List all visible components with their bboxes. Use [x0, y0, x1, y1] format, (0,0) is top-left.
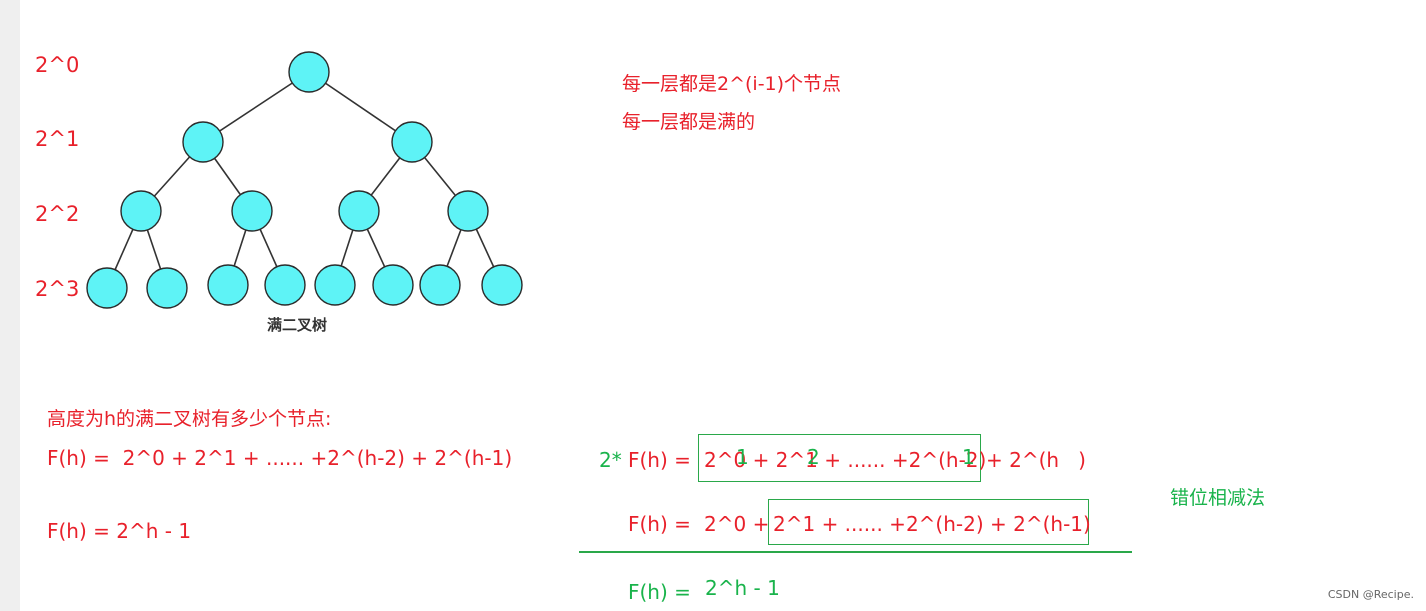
tree-node	[314, 264, 356, 306]
tree-edge	[308, 71, 413, 143]
note-nodes-per-level: 每一层都是2^(i-1)个节点	[622, 73, 842, 95]
row1-lhs: F(h) =	[628, 448, 691, 472]
tree-node	[120, 190, 162, 232]
row2-first-term: 2^0 +	[704, 512, 770, 536]
tree-edge	[202, 71, 310, 143]
tree-caption: 满二叉树	[267, 316, 328, 334]
level-label-2: 2^2	[35, 202, 80, 226]
tree-node	[481, 264, 523, 306]
formula-sum: F(h) = 2^0 + 2^1 + ...... +2^(h-2) + 2^(…	[47, 446, 513, 470]
row1-correction-c: 1	[962, 445, 975, 469]
row2-boxed-terms: 2^1 + ...... +2^(h-2) + 2^(h-1)	[773, 512, 1091, 536]
watermark: CSDN @Recipe.	[1327, 588, 1414, 601]
level-label-3: 2^3	[35, 277, 80, 301]
tree-edges	[106, 71, 503, 289]
tree-node	[372, 264, 414, 306]
tree-node	[391, 121, 433, 163]
level-label-0: 2^0	[35, 53, 80, 77]
row2-box	[768, 499, 1089, 545]
tree-node	[419, 264, 461, 306]
formula-result: F(h) = 2^h - 1	[47, 519, 192, 543]
tree-node	[86, 267, 128, 309]
tree-node	[264, 264, 306, 306]
multiply-two-prefix: 2*	[599, 448, 622, 472]
tree-node	[338, 190, 380, 232]
note-each-level-full: 每一层都是满的	[622, 111, 756, 133]
row3-lhs: F(h) =	[628, 580, 691, 604]
row1-box	[698, 434, 981, 482]
row1-tail: + 2^(h )	[986, 448, 1086, 472]
question-text: 高度为h的满二叉树有多少个节点:	[47, 408, 332, 430]
method-label: 错位相减法	[1170, 487, 1266, 509]
row2-lhs: F(h) =	[628, 512, 691, 536]
tree-node	[146, 267, 188, 309]
level-label-1: 2^1	[35, 127, 80, 151]
subtraction-line	[579, 551, 1132, 553]
tree-node	[231, 190, 273, 232]
tree-node	[207, 264, 249, 306]
row3-result: 2^h - 1	[705, 576, 780, 600]
row1-boxed-terms: 2^0 + 2^1 + ...... +2^(h-2)	[704, 448, 987, 472]
row1-correction-a: 1	[736, 445, 749, 469]
tree-node	[288, 51, 330, 93]
tree-nodes	[86, 51, 523, 309]
tree-node	[447, 190, 489, 232]
tree-node	[182, 121, 224, 163]
left-gutter	[0, 0, 20, 611]
row1-correction-b: 2	[807, 445, 820, 469]
